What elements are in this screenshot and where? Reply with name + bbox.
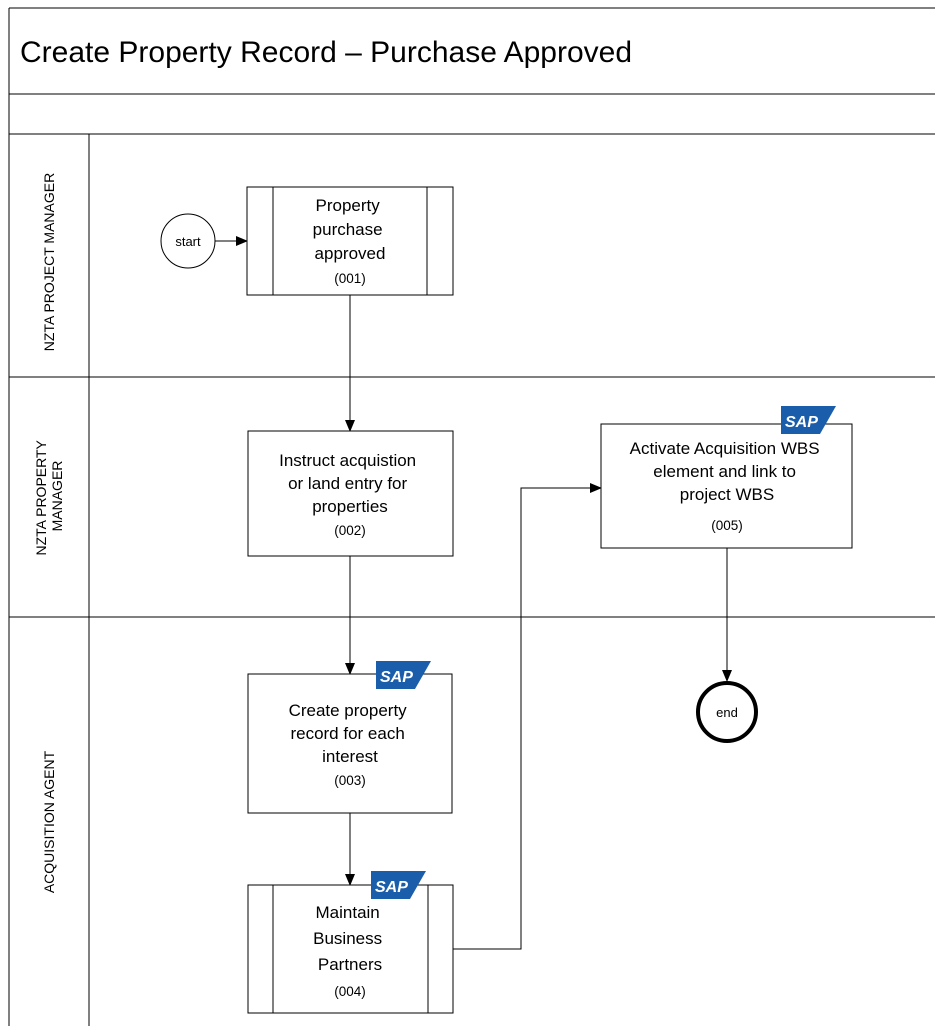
lane-label-project-manager: NZTA PROJECT MANAGER: [41, 173, 57, 351]
lane-label-line: NZTA PROPERTY: [33, 439, 49, 555]
step-text-line: Instruct acquistion: [279, 451, 416, 470]
lane-acquisition-agent: ACQUISITION AGENT: [41, 750, 57, 893]
step-text-line: Maintain: [316, 903, 380, 922]
step-text-line: project WBS: [680, 485, 774, 504]
step-004-text: Maintain Business Partners: [313, 903, 387, 974]
lane-label-property-manager: NZTA PROPERTY MANAGER: [33, 436, 65, 555]
step-005-text: Activate Acquisition WBS element and lin…: [630, 439, 825, 504]
step-002-text: Instruct acquistion or land entry for pr…: [279, 451, 421, 516]
diagram-title: Create Property Record – Purchase Approv…: [20, 36, 632, 69]
sap-logo-text: SAP: [785, 414, 818, 431]
step-text-line: approved: [315, 244, 386, 263]
lane-project-manager: NZTA PROJECT MANAGER: [41, 173, 57, 351]
step-text-line: Property: [316, 196, 381, 215]
lane-property-manager: NZTA PROPERTY MANAGER: [33, 436, 65, 555]
step-text-line: record for each: [290, 724, 404, 743]
lane-label-line: ACQUISITION AGENT: [41, 750, 57, 893]
connector-004-to-005: [453, 483, 602, 950]
sap-logo-icon: SAP: [376, 661, 431, 689]
lane-label-line: NZTA PROJECT MANAGER: [41, 173, 57, 351]
step-text-line: properties: [312, 497, 388, 516]
start-event[interactable]: start: [160, 213, 216, 269]
step-002-box[interactable]: Instruct acquistion or land entry for pr…: [247, 430, 454, 557]
start-label: start: [175, 234, 201, 249]
step-text-line: interest: [322, 747, 378, 766]
step-text-line: Business: [313, 929, 382, 948]
step-text-line: Create property: [289, 701, 408, 720]
step-text-line: Partners: [318, 955, 382, 974]
sap-logo-icon: SAP: [371, 871, 426, 899]
step-003-id: (003): [334, 773, 366, 788]
diagram-frame: [8, 7, 935, 1026]
end-event[interactable]: end: [696, 681, 758, 743]
sap-logo-text: SAP: [380, 669, 413, 686]
lane-label-line: MANAGER: [49, 461, 65, 532]
step-text-line: purchase: [313, 220, 383, 239]
step-001-id: (001): [334, 271, 366, 286]
sap-logo-icon: SAP: [781, 406, 836, 434]
step-text-line: Activate Acquisition WBS: [630, 439, 820, 458]
step-text-line: element and link to: [653, 462, 796, 481]
step-004-box[interactable]: Maintain Business Partners (004): [247, 884, 454, 1014]
step-001-text: Property purchase approved: [313, 196, 388, 263]
step-001-box[interactable]: Property purchase approved (001): [246, 186, 454, 296]
step-text-line: or land entry for: [288, 474, 407, 493]
step-002-id: (002): [334, 523, 366, 538]
step-003-box[interactable]: Create property record for each interest…: [247, 673, 453, 814]
step-005-box[interactable]: Activate Acquisition WBS element and lin…: [600, 423, 853, 549]
step-005-id: (005): [711, 518, 743, 533]
end-label: end: [716, 705, 738, 720]
sap-logo-text: SAP: [375, 879, 408, 896]
lane-label-acquisition-agent: ACQUISITION AGENT: [41, 750, 57, 893]
step-004-id: (004): [334, 984, 366, 999]
connectors: [215, 236, 732, 950]
step-003-text: Create property record for each interest: [289, 701, 412, 766]
